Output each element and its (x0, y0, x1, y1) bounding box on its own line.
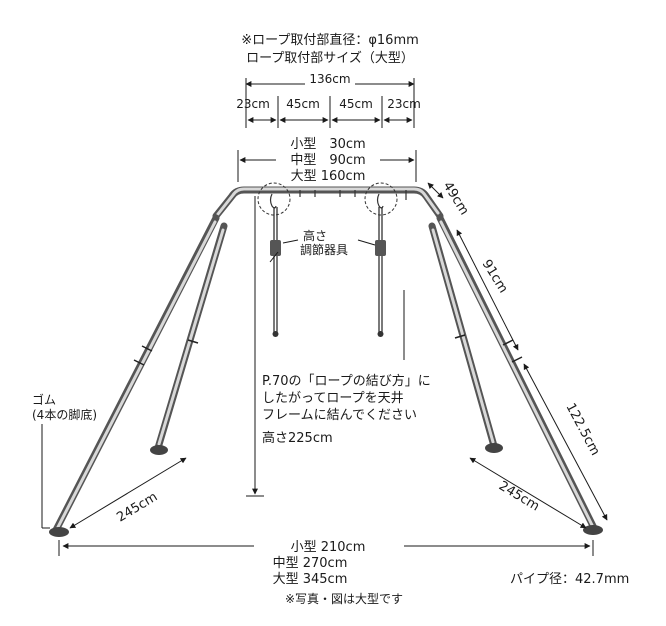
instruction-line-3: フレームに結んでください (262, 408, 417, 423)
top-size-large: 大型 160cm (291, 169, 366, 184)
adjuster-label-2: 調節器具 (300, 242, 348, 257)
rope-size-note: ロープ取付部サイズ（大型） (246, 50, 414, 66)
attach-circle-left (257, 182, 291, 216)
top-size-small: 小型 30cm (290, 137, 365, 152)
foot-right-outer (583, 525, 603, 535)
pipe-diameter-label: パイプ径：42.7mm (510, 572, 629, 587)
rope-diameter-note: ※ロープ取付部直径：φ16mm (241, 33, 419, 48)
foot-left-outer (49, 527, 69, 537)
instruction-line-1: P.70の「ロープの結び方」に (262, 373, 431, 389)
adjuster-left (270, 240, 281, 256)
base-size-small: 小型 210cm (291, 540, 366, 555)
total-height-label: 高さ225cm (262, 430, 333, 446)
attach-circle-right (364, 182, 398, 216)
footnote: ※写真・図は大型です (285, 592, 403, 606)
dim-foot-right: 245cm (496, 479, 542, 515)
dim-leg-upper: 91cm (479, 257, 511, 296)
dim-seg-outer-right: 23cm (387, 97, 421, 111)
dim-seg-inner-right: 45cm (339, 97, 373, 111)
rubber-note: (4本の脚底) (32, 407, 97, 422)
adjuster-label-1: 高さ (303, 228, 327, 243)
rubber-label: ゴム (32, 392, 56, 407)
dim-seg-outer-left: 23cm (236, 97, 270, 111)
adjuster-right (375, 240, 386, 256)
dim-corner-height: 49cm (440, 179, 472, 218)
foot-left-inner (150, 445, 168, 455)
top-size-medium: 中型 90cm (290, 153, 365, 168)
dim-seg-inner-left: 45cm (286, 97, 320, 111)
base-size-medium: 中型 270cm (273, 556, 348, 571)
base-size-large: 大型 345cm (273, 572, 348, 587)
dim-total-attach-width: 136cm (309, 72, 350, 86)
dim-leg-lower: 122.5cm (562, 401, 602, 458)
instruction-line-2: したがってロープを天井 (262, 391, 404, 406)
foot-right-inner (485, 443, 503, 453)
dim-foot-left: 245cm (114, 490, 160, 526)
